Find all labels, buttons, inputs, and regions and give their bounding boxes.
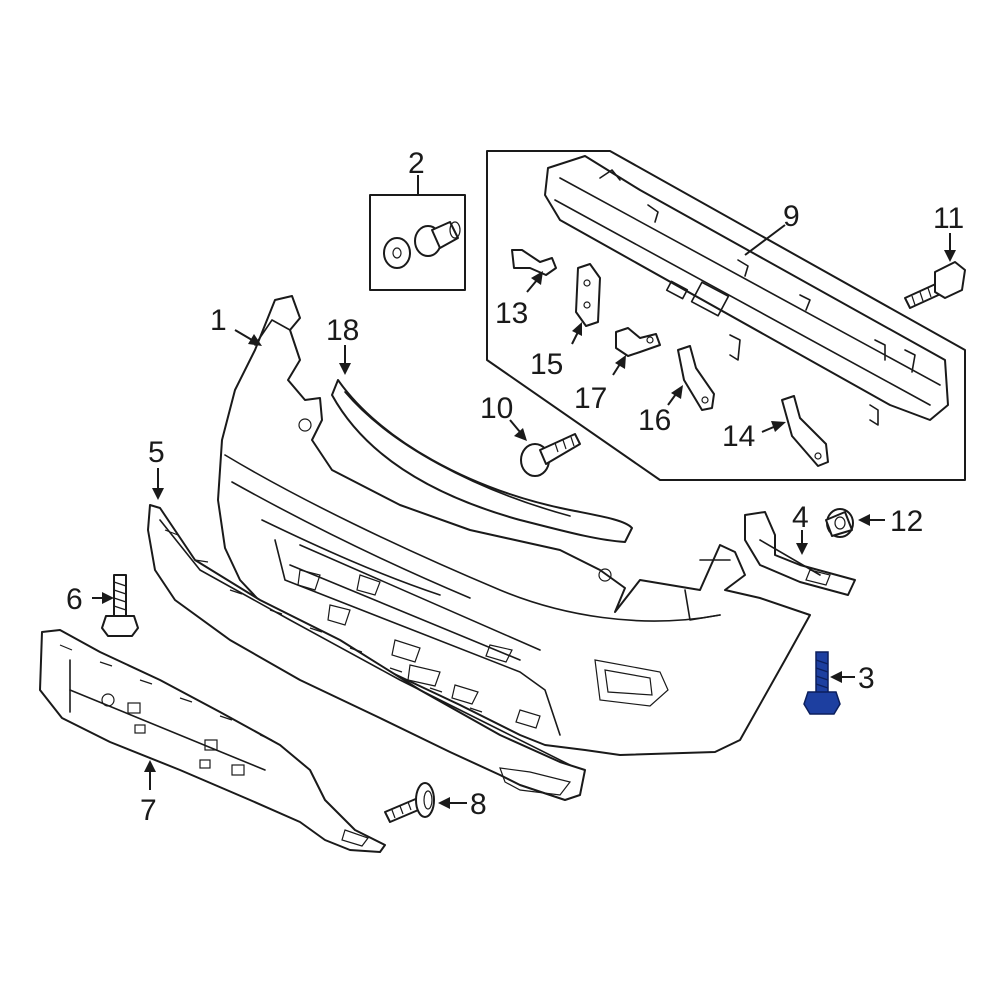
- callout-5[interactable]: 5: [148, 436, 165, 469]
- bracket-13: [511, 249, 557, 276]
- callout-18[interactable]: 18: [326, 314, 359, 347]
- callout-13[interactable]: 13: [495, 297, 528, 330]
- leader-lines: [92, 175, 956, 809]
- callout-8[interactable]: 8: [470, 788, 487, 821]
- reinforcement-inset: [486, 150, 966, 481]
- side-bracket-4: [744, 511, 856, 596]
- callout-3[interactable]: 3: [858, 662, 875, 695]
- bumper-cover: [217, 295, 811, 756]
- callout-7[interactable]: 7: [140, 794, 157, 827]
- callout-9[interactable]: 9: [783, 200, 800, 233]
- trim-strip-18: [331, 379, 633, 543]
- bolt-11: [904, 261, 966, 309]
- callout-14[interactable]: 14: [722, 420, 755, 453]
- bracket-14: [781, 395, 829, 467]
- bracket-17: [615, 327, 661, 357]
- callout-1[interactable]: 1: [210, 304, 227, 337]
- callout-6[interactable]: 6: [66, 583, 83, 616]
- callout-2[interactable]: 2: [408, 147, 425, 180]
- clip-kit-box: [369, 194, 466, 291]
- callout-17[interactable]: 17: [574, 382, 607, 415]
- callout-16[interactable]: 16: [638, 404, 671, 437]
- callout-12[interactable]: 12: [890, 505, 923, 538]
- callout-4[interactable]: 4: [792, 501, 809, 534]
- bolt-8: [384, 782, 435, 823]
- bracket-15: [575, 263, 601, 327]
- reinforcement-beam: [544, 155, 949, 426]
- bracket-16: [677, 345, 715, 411]
- bolt-3-highlighted[interactable]: [803, 651, 841, 715]
- callout-10[interactable]: 10: [480, 392, 513, 425]
- callout-11[interactable]: 11: [933, 202, 964, 235]
- bolt-10: [520, 433, 581, 477]
- lower-valance-5: [147, 504, 586, 801]
- bolt-6: [101, 574, 139, 637]
- callout-labels: 1 2 3 4 5 6 7 8 9 10 11 12 13 14 15 16 1…: [66, 147, 964, 827]
- lower-cover-7: [39, 629, 386, 853]
- callout-15[interactable]: 15: [530, 348, 563, 381]
- bolt-12: [825, 508, 854, 538]
